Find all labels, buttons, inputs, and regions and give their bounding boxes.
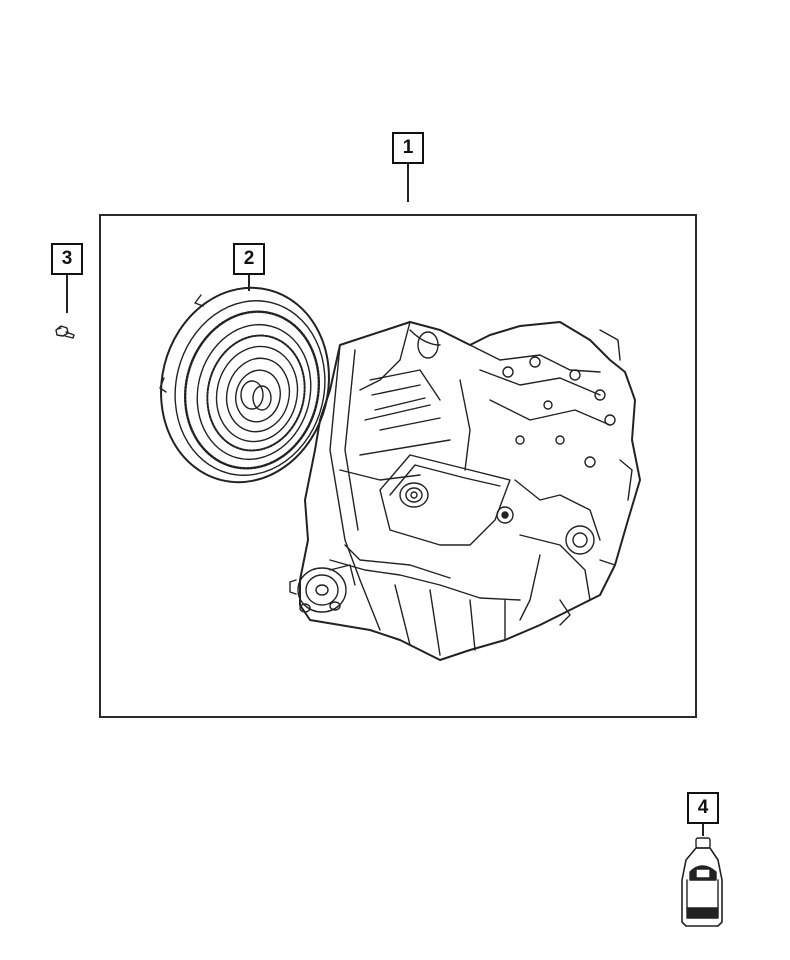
transmission-assembly-icon[interactable] (289, 321, 641, 661)
callout-1-label: 1 (402, 137, 414, 158)
callout-2-leader (248, 275, 250, 291)
assembly-frame (99, 214, 697, 718)
torque-converter-icon[interactable] (141, 270, 349, 500)
callout-1[interactable]: 1 (392, 132, 424, 164)
callout-3[interactable]: 3 (51, 243, 83, 275)
callout-4[interactable]: 4 (687, 792, 719, 824)
callout-4-leader (702, 824, 704, 836)
callout-2-label: 2 (243, 248, 255, 269)
bolt-icon[interactable] (55, 325, 75, 339)
callout-2[interactable]: 2 (233, 243, 265, 275)
fluid-bottle-icon[interactable] (681, 837, 723, 927)
callout-3-leader (66, 275, 68, 313)
callout-3-label: 3 (61, 248, 73, 269)
callout-4-label: 4 (697, 797, 709, 818)
callout-1-leader (407, 164, 409, 202)
